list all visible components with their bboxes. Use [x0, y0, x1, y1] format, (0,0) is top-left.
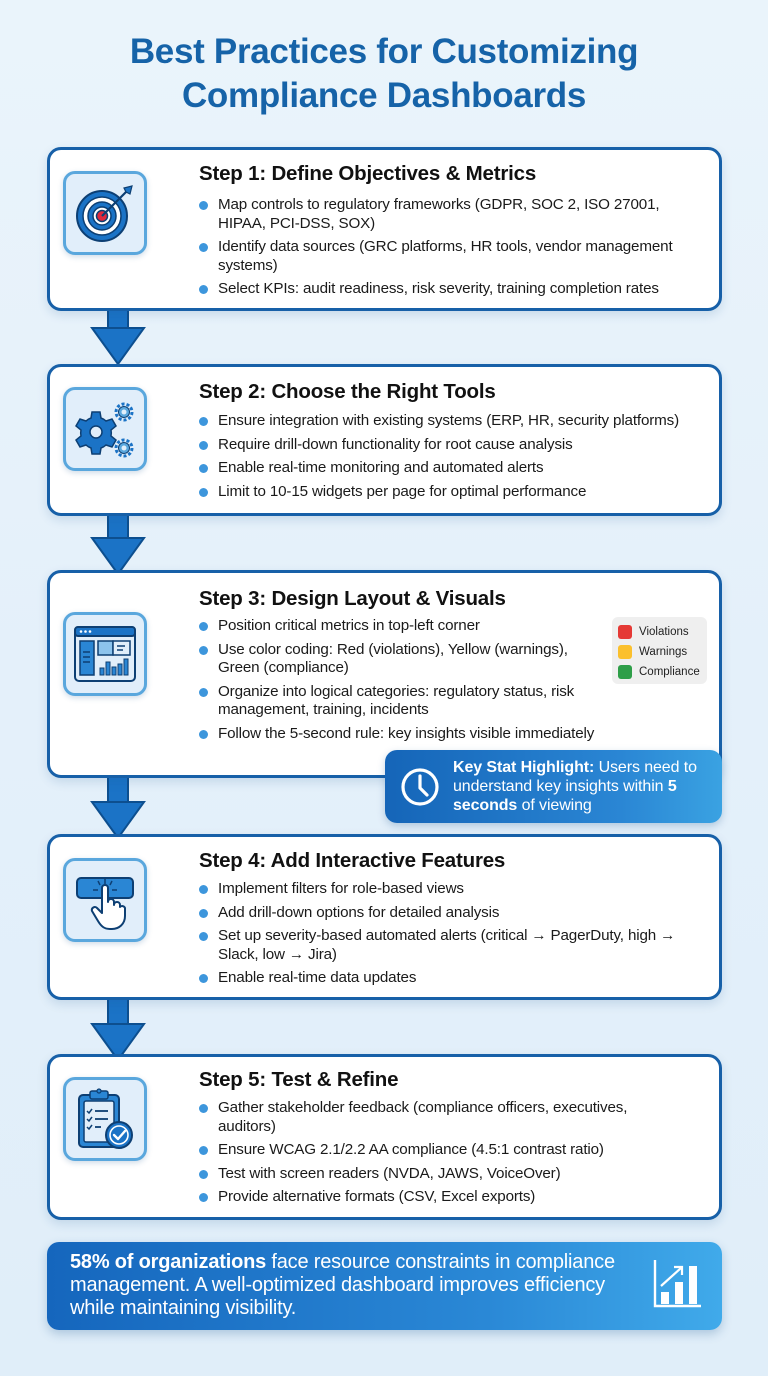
- bullet-item: Use color coding: Red (violations), Yell…: [199, 641, 609, 678]
- bullet-item: Gather stakeholder feedback (compliance …: [199, 1099, 689, 1136]
- bullet-item: Provide alternative formats (CSV, Excel …: [199, 1188, 689, 1207]
- clipboard-check-icon: [78, 1088, 133, 1149]
- key-stat-suffix: of viewing: [517, 797, 592, 814]
- page-title-line-2: Compliance Dashboards: [181, 76, 587, 115]
- key-stat-value: 5 seconds: [453, 778, 677, 814]
- gears-icon: [75, 402, 134, 458]
- step-2-card: [47, 364, 722, 516]
- bullet-item: Implement filters for role-based views: [199, 880, 689, 899]
- bullet-item: Limit to 10-15 widgets per page for opti…: [199, 483, 719, 502]
- footer-stat-body: face resource constraints in compliance …: [70, 1251, 615, 1319]
- step-4-icon-box: [63, 858, 147, 942]
- dashboard-layout-icon: [74, 626, 136, 682]
- step-2-bullets: Ensure integration with existing systems…: [199, 412, 719, 506]
- bullet-item: Enable real-time monitoring and automate…: [199, 459, 719, 478]
- step-1-card: [47, 147, 722, 311]
- bullet-item: Test with screen readers (NVDA, JAWS, Vo…: [199, 1165, 689, 1184]
- bullet-item: Set up severity-based automated alerts (…: [199, 927, 689, 964]
- step-1-icon-box: [63, 171, 147, 255]
- step-3-bullets: Position critical metrics in top-left co…: [199, 617, 609, 748]
- step-2-title: Step 2: Choose the Right Tools: [199, 380, 496, 403]
- bullet-item: Ensure WCAG 2.1/2.2 AA compliance (4.5:1…: [199, 1141, 689, 1160]
- step-5-title: Step 5: Test & Refine: [199, 1068, 399, 1091]
- bullet-item: Enable real-time data updates: [199, 969, 689, 988]
- bullet-item: Select KPIs: audit readiness, risk sever…: [199, 280, 709, 299]
- key-stat-body: Users need to understand key insights wi…: [453, 759, 697, 795]
- clock-icon: [401, 767, 439, 806]
- green-swatch: [618, 665, 632, 679]
- legend-item-warnings: Warnings: [618, 642, 701, 662]
- legend-label: Compliance: [639, 666, 700, 678]
- page-title: Best Practices for Customizing Complianc…: [0, 30, 768, 118]
- footer-stat-value: 58% of organizations: [70, 1251, 267, 1273]
- page-title-line-1: Best Practices for Customizing: [129, 32, 639, 71]
- arrow-down-icon: [90, 537, 146, 576]
- target-icon: [76, 185, 133, 242]
- legend-label: Warnings: [639, 646, 688, 658]
- arrow-down-icon: [90, 327, 146, 366]
- legend-label: Violations: [639, 626, 689, 638]
- bullet-item: Follow the 5-second rule: key insights v…: [199, 725, 649, 744]
- step-5-icon-box: [63, 1077, 147, 1161]
- step-3-title: Step 3: Design Layout & Visuals: [199, 587, 506, 610]
- key-stat-text: Key Stat Highlight: Users need to unders…: [453, 758, 722, 815]
- bullet-item: Require drill-down functionality for roo…: [199, 436, 719, 455]
- step-3-icon-box: [63, 612, 147, 696]
- bullet-item: Identify data sources (GRC platforms, HR…: [199, 238, 709, 275]
- bullet-item: Ensure integration with existing systems…: [199, 412, 719, 431]
- red-swatch: [618, 625, 632, 639]
- key-stat-label: Key Stat Highlight:: [453, 759, 595, 776]
- step-1-title: Step 1: Define Objectives & Metrics: [199, 162, 537, 185]
- step-1-bullets: Map controls to regulatory frameworks (G…: [199, 196, 709, 304]
- bar-chart-growth-icon: [653, 1260, 701, 1308]
- yellow-swatch: [618, 645, 632, 659]
- footer-stat-banner: 58% of organizations face resource const…: [47, 1242, 722, 1330]
- bullet-item: Organize into logical categories: regula…: [199, 683, 609, 720]
- footer-stat-text: 58% of organizations face resource const…: [70, 1251, 630, 1320]
- step-5-bullets: Gather stakeholder feedback (compliance …: [199, 1099, 689, 1212]
- step-4-card: [47, 834, 722, 1000]
- bullet-item: Add drill-down options for detailed anal…: [199, 904, 689, 923]
- arrow-down-icon: [90, 1023, 146, 1062]
- arrow-down-icon: [90, 801, 146, 840]
- color-legend: Violations Warnings Compliance: [612, 617, 707, 684]
- step-5-card: [47, 1054, 722, 1220]
- step-3-card: [47, 570, 722, 778]
- click-button-icon: [76, 877, 134, 930]
- step-4-title: Step 4: Add Interactive Features: [199, 849, 506, 872]
- bullet-item: Position critical metrics in top-left co…: [199, 617, 609, 636]
- key-stat-highlight: Key Stat Highlight: Users need to unders…: [385, 750, 722, 823]
- step-4-bullets: Implement filters for role-based views A…: [199, 880, 689, 993]
- step-2-icon-box: [63, 387, 147, 471]
- legend-item-violations: Violations: [618, 622, 701, 642]
- legend-item-compliance: Compliance: [618, 662, 701, 682]
- bullet-item: Map controls to regulatory frameworks (G…: [199, 196, 709, 233]
